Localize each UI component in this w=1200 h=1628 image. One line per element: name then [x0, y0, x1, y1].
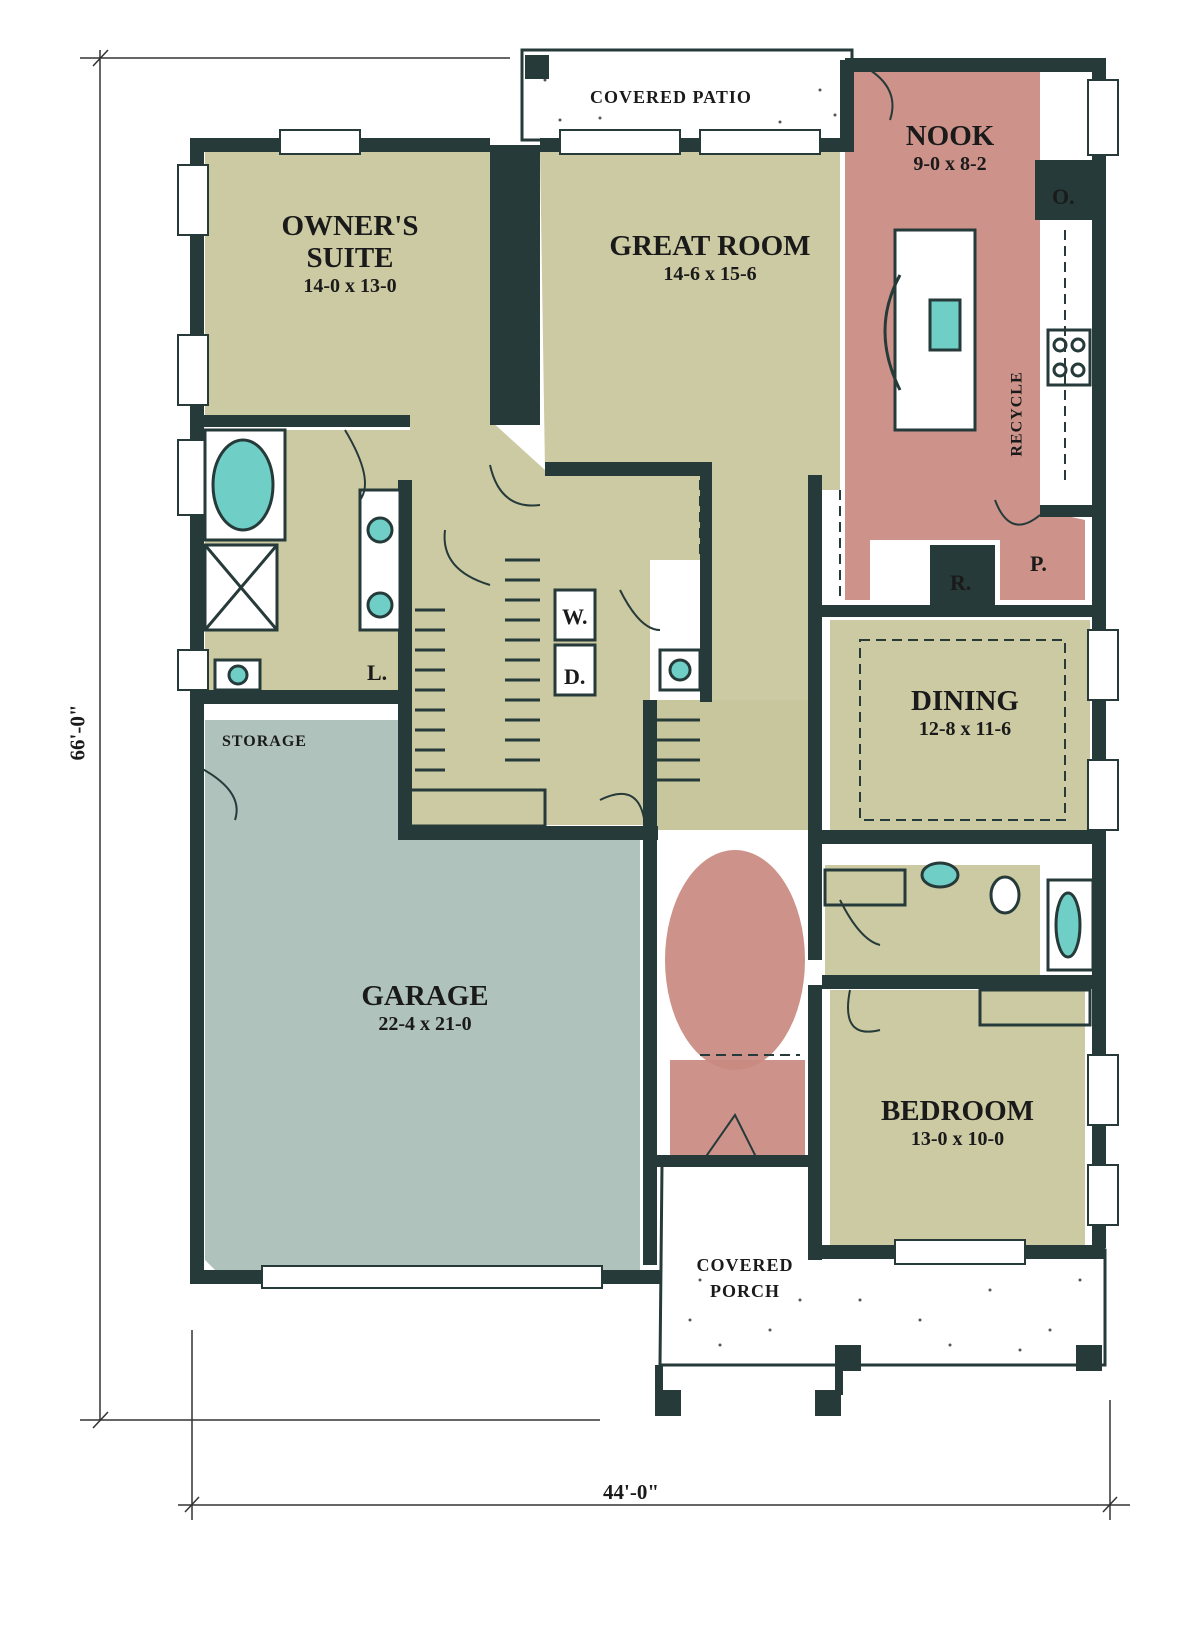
- dining-name: DINING: [911, 685, 1019, 717]
- washer-label: W.: [562, 604, 588, 629]
- dashed-lines: [699, 230, 1066, 1056]
- bedroom-size: 13-0 x 10-0: [910, 1128, 1005, 1150]
- refrigerator-label: R.: [950, 570, 972, 595]
- door-swings: [194, 69, 1041, 1166]
- fixtures: [203, 228, 1095, 972]
- dryer-label: D.: [564, 664, 586, 689]
- overall-width-dimension: 44'-0": [603, 1480, 659, 1504]
- oven-label: O.: [1052, 184, 1075, 209]
- great-room-name: GREAT ROOM: [609, 230, 811, 262]
- garage-size: 22-4 x 21-0: [378, 1013, 472, 1035]
- linen-label: L.: [367, 660, 388, 685]
- dining-size: 12-8 x 11-6: [918, 718, 1012, 740]
- garage-label: GARAGE 22-4 x 21-0: [340, 980, 510, 1036]
- room-washes: [205, 70, 1090, 1270]
- pantry-label: P.: [1030, 551, 1047, 576]
- nook-size: 9-0 x 8-2: [913, 153, 987, 175]
- bedroom-label: BEDROOM 13-0 x 10-0: [865, 1095, 1050, 1151]
- closets: [408, 558, 1092, 1027]
- bedroom-name: BEDROOM: [880, 1095, 1035, 1127]
- owners-suite-name-line2: SUITE: [306, 242, 394, 274]
- owners-suite-label: OWNER'S SUITE 14-0 x 13-0: [265, 210, 435, 298]
- nook-label: NOOK 9-0 x 8-2: [885, 120, 1015, 176]
- owners-suite-name-line1: OWNER'S: [281, 210, 419, 242]
- walls: [190, 55, 1106, 1416]
- stipple: [543, 78, 1082, 1352]
- covered-porch-name-line2: PORCH: [710, 1281, 780, 1301]
- outdoor-areas: [520, 48, 1107, 1367]
- storage-label: STORAGE: [222, 733, 307, 750]
- dining-label: DINING 12-8 x 11-6: [880, 685, 1050, 741]
- dimension-lines: [80, 49, 1130, 1520]
- covered-porch-name-line1: COVERED: [696, 1255, 794, 1275]
- covered-patio-label: COVERED PATIO: [590, 87, 752, 107]
- windows: [177, 79, 1119, 1289]
- owners-suite-size: 14-0 x 13-0: [303, 275, 397, 297]
- covered-porch-label: COVERED PORCH: [680, 1252, 810, 1304]
- overall-depth-dimension: 66'-0": [65, 704, 90, 761]
- great-room-label: GREAT ROOM 14-6 x 15-6: [590, 230, 830, 286]
- great-room-size: 14-6 x 15-6: [663, 263, 757, 285]
- nook-name: NOOK: [905, 120, 995, 152]
- recycle-label: RECYCLE: [1008, 371, 1026, 457]
- garage-name: GARAGE: [361, 980, 489, 1012]
